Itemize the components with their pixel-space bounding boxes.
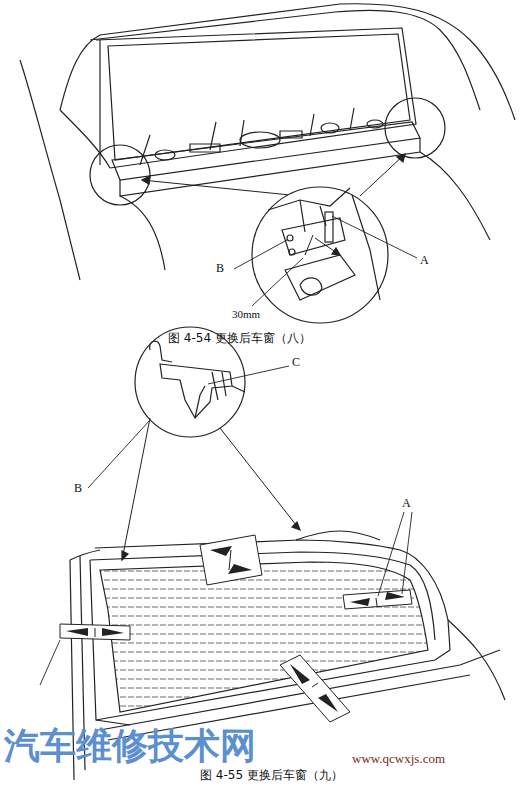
watermark-url: www.qcwxjs.com — [352, 752, 445, 766]
callout-letter: C — [292, 356, 300, 369]
callout-letter: A — [420, 254, 429, 267]
figure-caption: 图 4-55 更换后车窗（九） — [200, 769, 343, 782]
callout-letter: A — [402, 497, 411, 510]
dimension-label: 30mm — [232, 308, 260, 320]
callout-letter: B — [216, 262, 224, 275]
watermark: 汽车维修技术网 — [4, 726, 256, 766]
figure-caption: 图 4-54 更换后车窗（八） — [168, 332, 311, 345]
callout-letter: B — [74, 482, 82, 495]
